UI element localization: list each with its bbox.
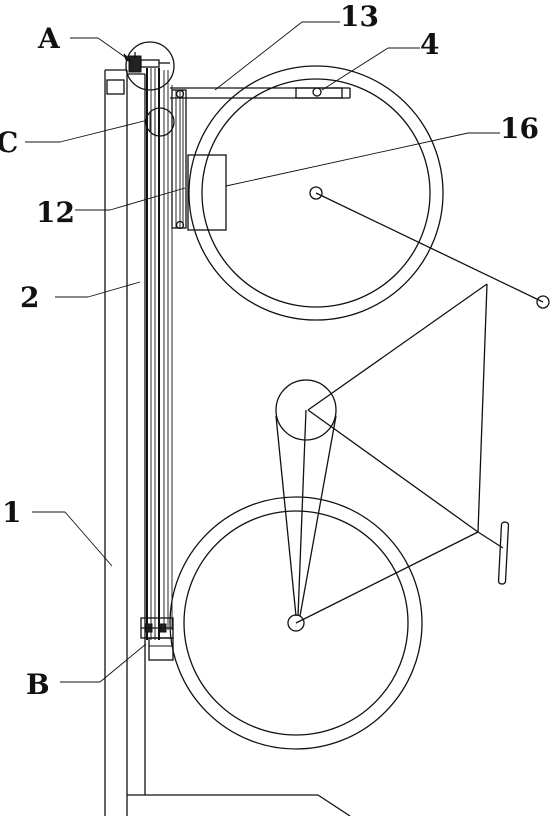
label-12: 12 bbox=[36, 196, 75, 229]
label-16: 16 bbox=[500, 112, 539, 145]
detail-c bbox=[145, 107, 175, 137]
label-1: 1 bbox=[2, 496, 21, 529]
detail-a bbox=[125, 41, 175, 91]
holder-box bbox=[187, 154, 227, 231]
wall-post bbox=[104, 69, 128, 816]
label-b: B bbox=[26, 668, 50, 701]
top-bracket bbox=[170, 87, 351, 99]
label-c: C bbox=[0, 126, 18, 159]
label-4: 4 bbox=[420, 28, 439, 61]
label-a: A bbox=[37, 22, 61, 55]
label-13: 13 bbox=[340, 0, 379, 33]
bicycle-frame bbox=[275, 192, 550, 624]
inner-rail bbox=[127, 73, 351, 816]
label-2: 2 bbox=[20, 281, 39, 314]
leader-lines bbox=[25, 21, 500, 683]
vertical-track bbox=[146, 68, 187, 640]
callout-labels: A C 12 2 1 B 13 4 16 bbox=[0, 0, 539, 701]
front-wheel bbox=[188, 65, 444, 321]
